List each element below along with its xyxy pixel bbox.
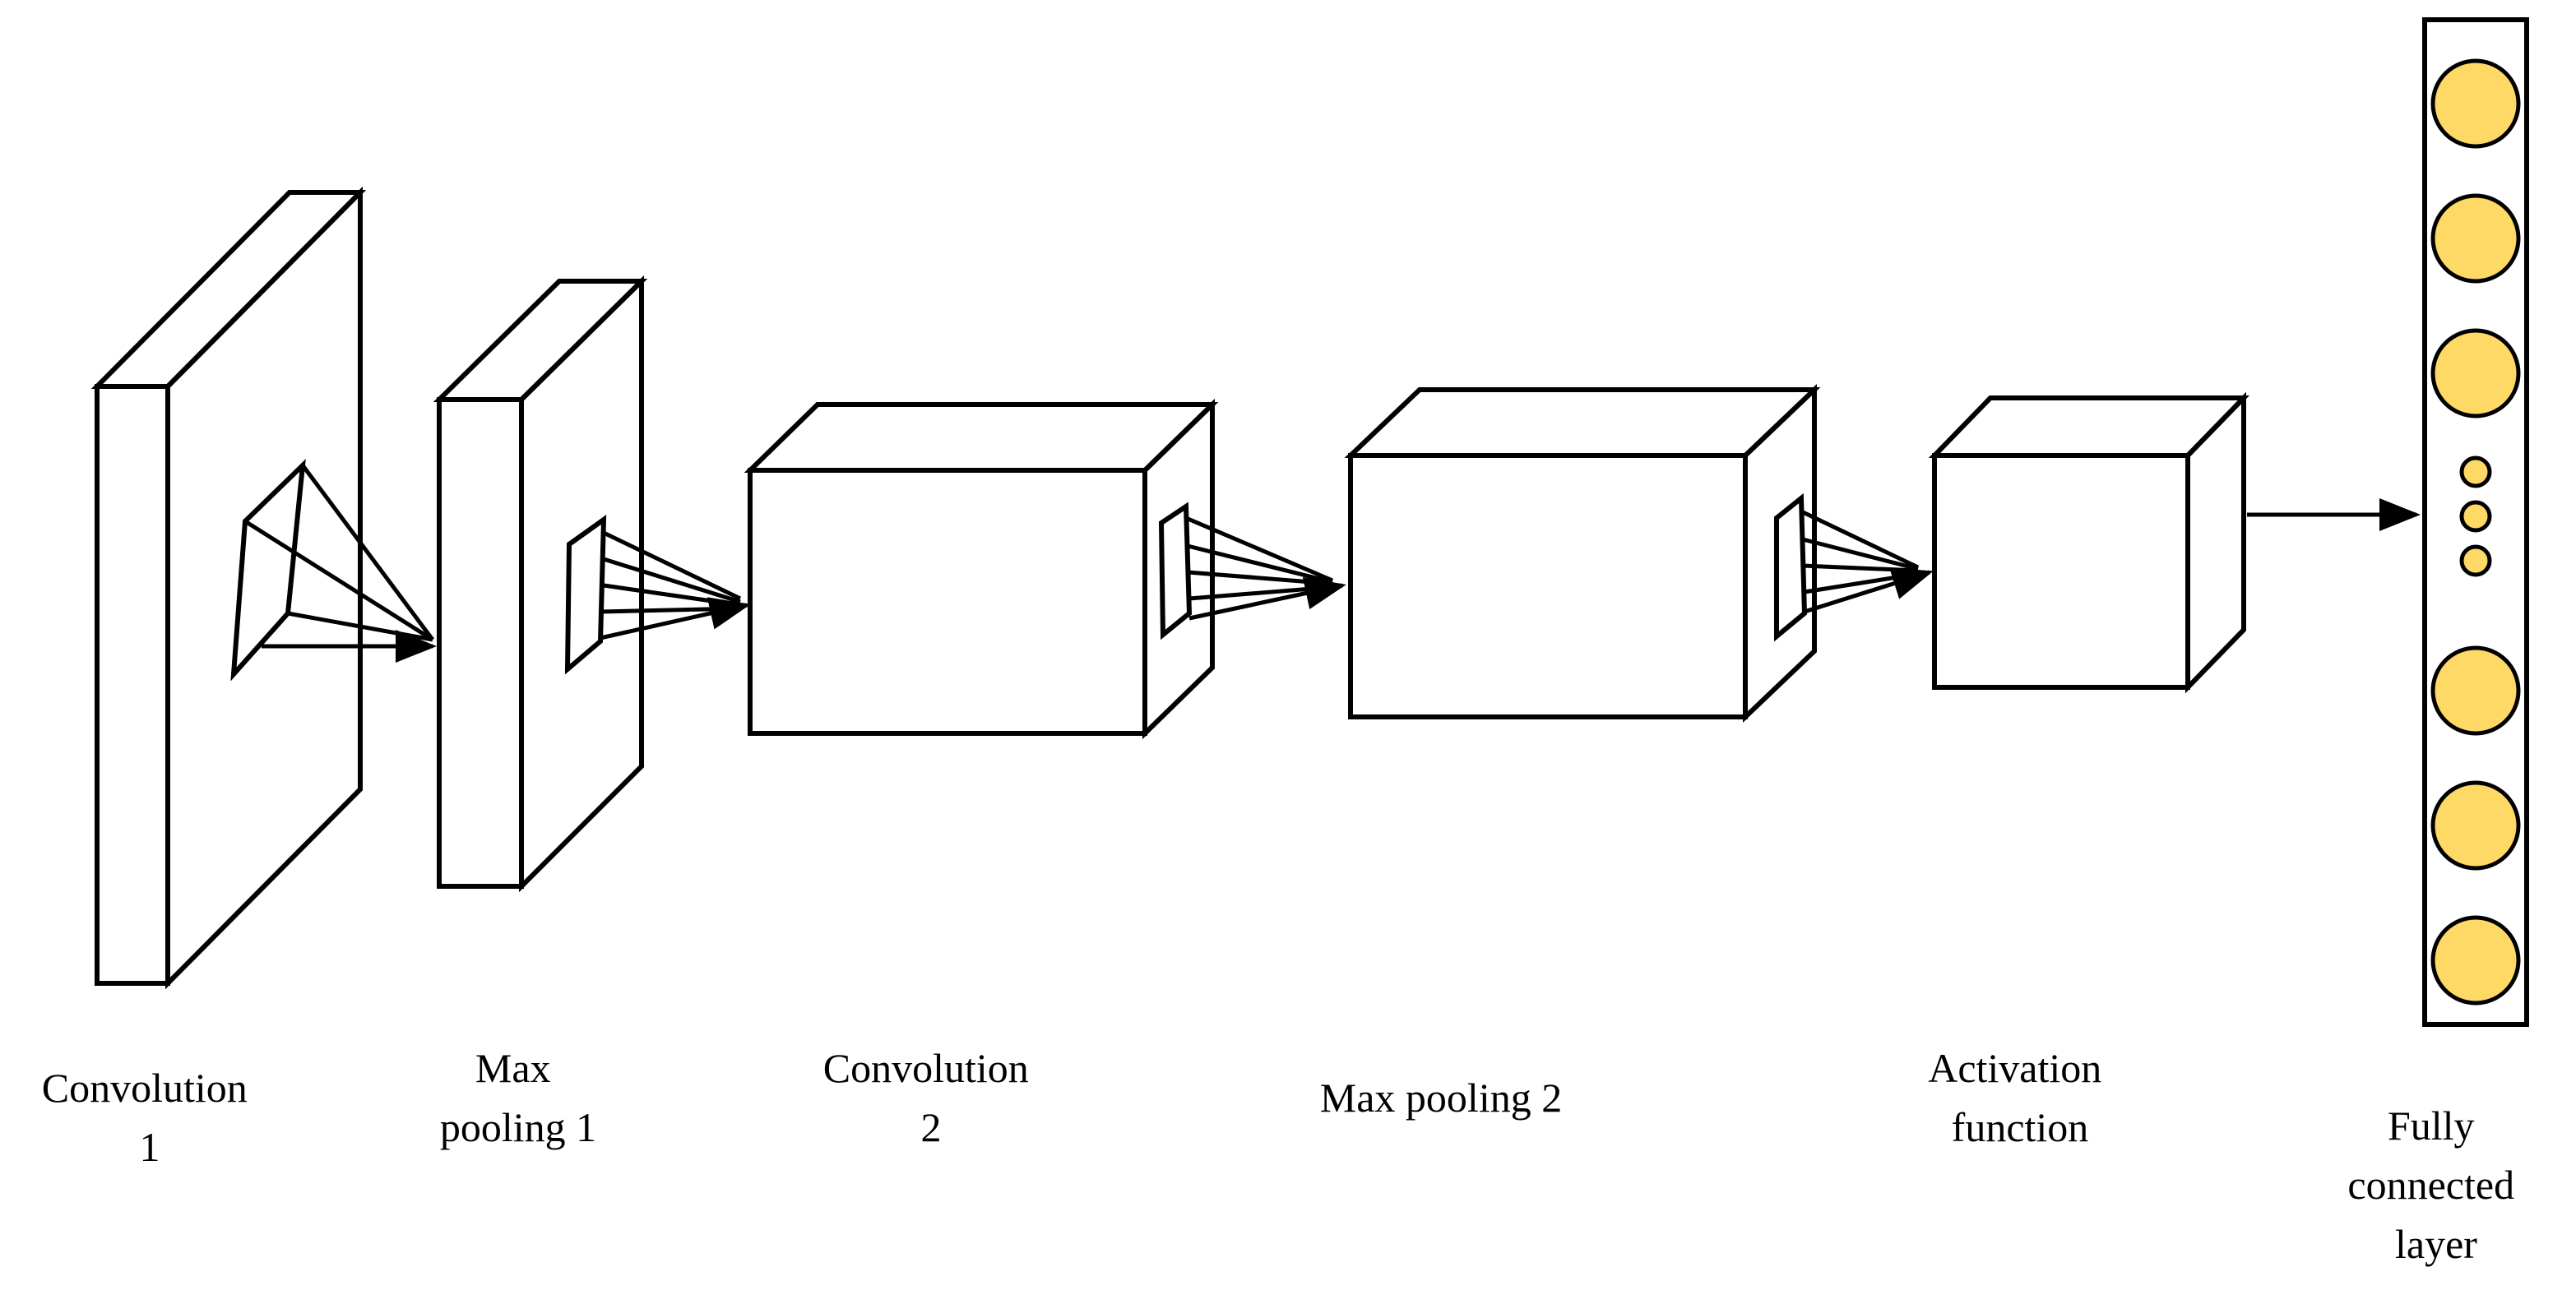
conv1-kernel: [230, 459, 306, 682]
pool2-to-activation-connections: [1800, 509, 1934, 614]
fc-label: Fully connected layer: [2347, 1103, 2524, 1267]
conv1-block: [90, 186, 367, 990]
fc-layer: [2422, 17, 2529, 1027]
conv2-side-face: [1142, 398, 1215, 740]
activation-side-face: [2185, 391, 2246, 694]
conv1-front-face: [95, 384, 170, 986]
conv1-side-face: [165, 186, 363, 990]
fc-layer-column: [2422, 17, 2529, 1027]
conv1-to-pool1-connections: [243, 464, 437, 663]
activation-label: Activation function: [1928, 1045, 2112, 1150]
activation-front-face: [1932, 453, 2190, 690]
fc-neuron-node: [2430, 780, 2521, 871]
layer-labels: Convolution 1 Max pooling 1 Convolution …: [42, 1045, 2524, 1267]
conv1-top-face: [90, 190, 367, 389]
conv2-label: Convolution 2: [823, 1045, 1040, 1150]
activation-block: [1928, 391, 2250, 694]
fc-neuron-node: [2430, 645, 2521, 736]
pool1-to-conv2-connections: [600, 530, 751, 640]
conv2-kernel: [1158, 502, 1193, 640]
fc-nodes: [2430, 58, 2521, 1006]
pool2-label: Max pooling 2: [1320, 1075, 1562, 1121]
fc-neuron-node: [2430, 328, 2521, 418]
fc-neuron-node: [2430, 58, 2521, 149]
fc-neuron-node: [2430, 915, 2521, 1006]
fc-ellipsis-dot: [2459, 455, 2492, 488]
pool2-block: [1344, 384, 1821, 723]
pool2-top-face: [1344, 387, 1821, 458]
pool1-front-face: [437, 397, 524, 889]
fc-ellipsis-dot: [2459, 544, 2492, 577]
conv2-block: [744, 398, 1219, 740]
pool1-label: Max pooling 1: [440, 1045, 596, 1150]
fc-ellipsis-dot: [2459, 500, 2492, 533]
conv1-label: Convolution 1: [42, 1065, 258, 1170]
conv2-front-face: [748, 468, 1147, 736]
conv2-top-face: [744, 402, 1219, 473]
pool1-block: [433, 275, 648, 893]
pool1-side-face: [519, 275, 644, 893]
conv2-to-pool2-connections: [1185, 516, 1346, 621]
fc-neuron-node: [2430, 193, 2521, 284]
pool1-kernel: [564, 515, 607, 675]
pool2-kernel: [1774, 492, 1808, 642]
pool2-front-face: [1348, 453, 1748, 719]
